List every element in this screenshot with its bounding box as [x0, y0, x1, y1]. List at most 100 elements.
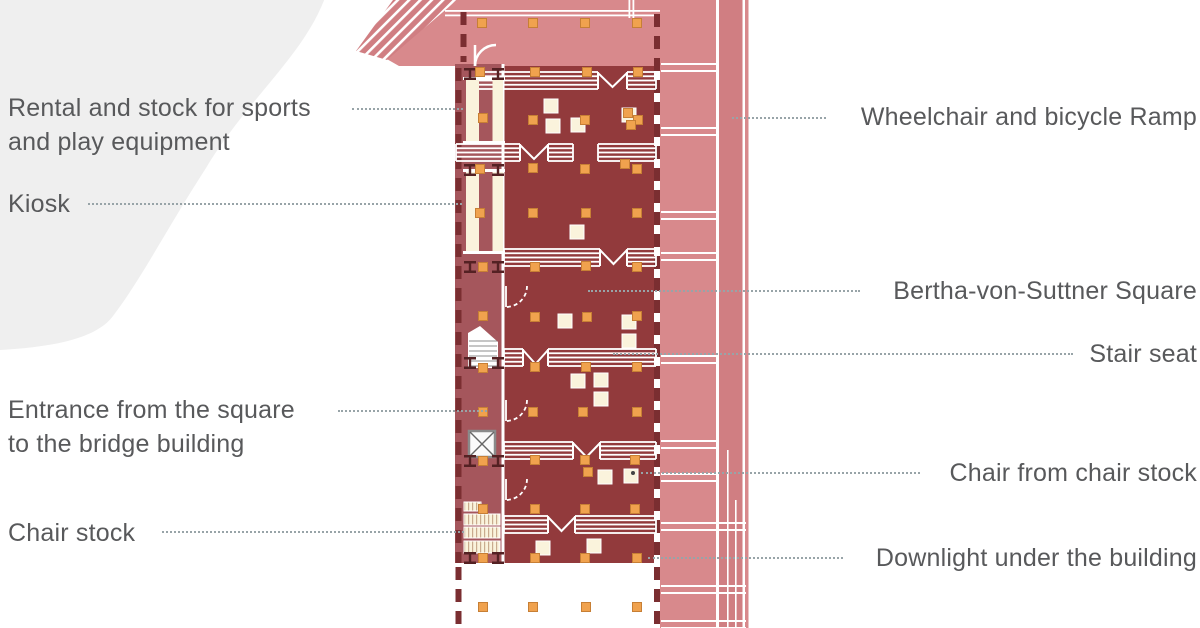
- chair-marker: [570, 373, 586, 389]
- downlight-marker: [528, 18, 538, 28]
- chair-markers: [535, 98, 639, 556]
- downlight-marker: [630, 455, 640, 465]
- downlight-marker: [582, 67, 592, 77]
- downlight-marker: [620, 159, 630, 169]
- downlight-marker: [530, 455, 540, 465]
- leader-chair-from-stock: [641, 472, 920, 474]
- chair-marker: [621, 333, 637, 349]
- downlight-marker: [530, 504, 540, 514]
- downlight-marker: [581, 208, 591, 218]
- downlight-marker: [580, 504, 590, 514]
- downlight-marker: [475, 164, 485, 174]
- downlight-marker: [530, 312, 540, 322]
- downlight-marker: [632, 362, 642, 372]
- chair-marker: [557, 313, 573, 329]
- chair-marker: [545, 118, 561, 134]
- leader-chair-stock: [162, 531, 464, 533]
- structural-columns: [464, 68, 504, 564]
- downlight-marker: [528, 163, 538, 173]
- chair-marker: [593, 372, 609, 388]
- label-entrance: Entrance from the square to the bridge b…: [8, 396, 295, 458]
- downlight-marker: [530, 553, 540, 563]
- downlight-marker: [632, 553, 642, 563]
- chair-marker: [586, 538, 602, 554]
- downlight-marker: [582, 312, 592, 322]
- downlight-marker: [478, 602, 488, 612]
- leader-entrance: [338, 410, 487, 412]
- terrace-band: [356, 0, 716, 66]
- downlight-marker: [475, 67, 485, 77]
- label-stair-seat: Stair seat: [1089, 340, 1197, 368]
- door-arc-icon: [473, 43, 528, 501]
- chair-marker: [543, 98, 559, 114]
- downlight-marker: [630, 504, 640, 514]
- label-ramp: Wheelchair and bicycle Ramp: [860, 103, 1197, 131]
- downlight-markers: [475, 18, 643, 612]
- downlight-marker: [528, 602, 538, 612]
- downlight-marker: [478, 553, 488, 563]
- downlight-marker: [530, 67, 540, 77]
- downlight-marker: [475, 208, 485, 218]
- chair-marker: [623, 468, 639, 484]
- downlight-marker: [632, 18, 642, 28]
- leader-downlight: [648, 557, 843, 559]
- leader-square: [588, 290, 860, 292]
- corridor-wall: [501, 64, 505, 563]
- downlight-marker: [478, 456, 488, 466]
- ramp-strip: [716, 0, 749, 628]
- leader-stair-seat: [613, 353, 1073, 355]
- downlight-marker: [528, 208, 538, 218]
- downlight-marker: [478, 363, 488, 373]
- leader-ramp: [732, 117, 826, 119]
- downlight-marker: [632, 208, 642, 218]
- label-chair-from-stock: Chair from chair stock: [949, 459, 1197, 487]
- downlight-marker: [528, 115, 538, 125]
- downlight-marker: [581, 602, 591, 612]
- downlight-marker: [581, 362, 591, 372]
- label-chair-stock: Chair stock: [8, 519, 136, 547]
- downlight-marker: [626, 120, 636, 130]
- chair-stock-icon: [463, 501, 501, 554]
- downlight-marker: [478, 113, 488, 123]
- rental-counter: [463, 77, 505, 144]
- downlight-marker: [478, 504, 488, 514]
- downlight-marker: [578, 407, 588, 417]
- downlight-marker: [632, 407, 642, 417]
- downlight-marker: [530, 262, 540, 272]
- chair-marker: [593, 391, 609, 407]
- downlight-marker: [632, 311, 642, 321]
- downlight-marker: [633, 67, 643, 77]
- downlight-marker: [580, 18, 590, 28]
- downlight-marker: [632, 262, 642, 272]
- label-kiosk: Kiosk: [8, 190, 71, 218]
- chair-marker: [597, 469, 613, 485]
- chair-leader-dot: [631, 471, 635, 475]
- downlight-marker: [477, 18, 487, 28]
- pavement-joint-lines: [661, 63, 746, 628]
- chair-marker: [535, 540, 551, 556]
- background-blob: [0, 0, 325, 350]
- leader-rental: [352, 108, 463, 110]
- downlight-marker: [580, 455, 590, 465]
- label-rental: Rental and stock for sports and play equ…: [8, 94, 311, 156]
- downlight-marker: [581, 261, 591, 271]
- downlight-marker: [623, 108, 633, 118]
- elevator-icon: [467, 429, 497, 459]
- dashed-edges: [455, 12, 660, 628]
- downlight-marker: [530, 362, 540, 372]
- downlight-marker: [632, 602, 642, 612]
- downlight-marker: [478, 407, 488, 417]
- square-strip: [660, 0, 716, 628]
- downlight-marker: [583, 467, 593, 477]
- downlight-marker: [528, 407, 538, 417]
- downlight-marker: [632, 164, 642, 174]
- label-square: Bertha-von-Suttner Square: [893, 277, 1197, 305]
- downlight-marker: [580, 115, 590, 125]
- downlight-marker: [478, 262, 488, 272]
- downlight-marker: [478, 311, 488, 321]
- downlight-marker: [580, 553, 590, 563]
- bridge-hatch: [356, 0, 457, 60]
- leader-kiosk: [88, 203, 462, 205]
